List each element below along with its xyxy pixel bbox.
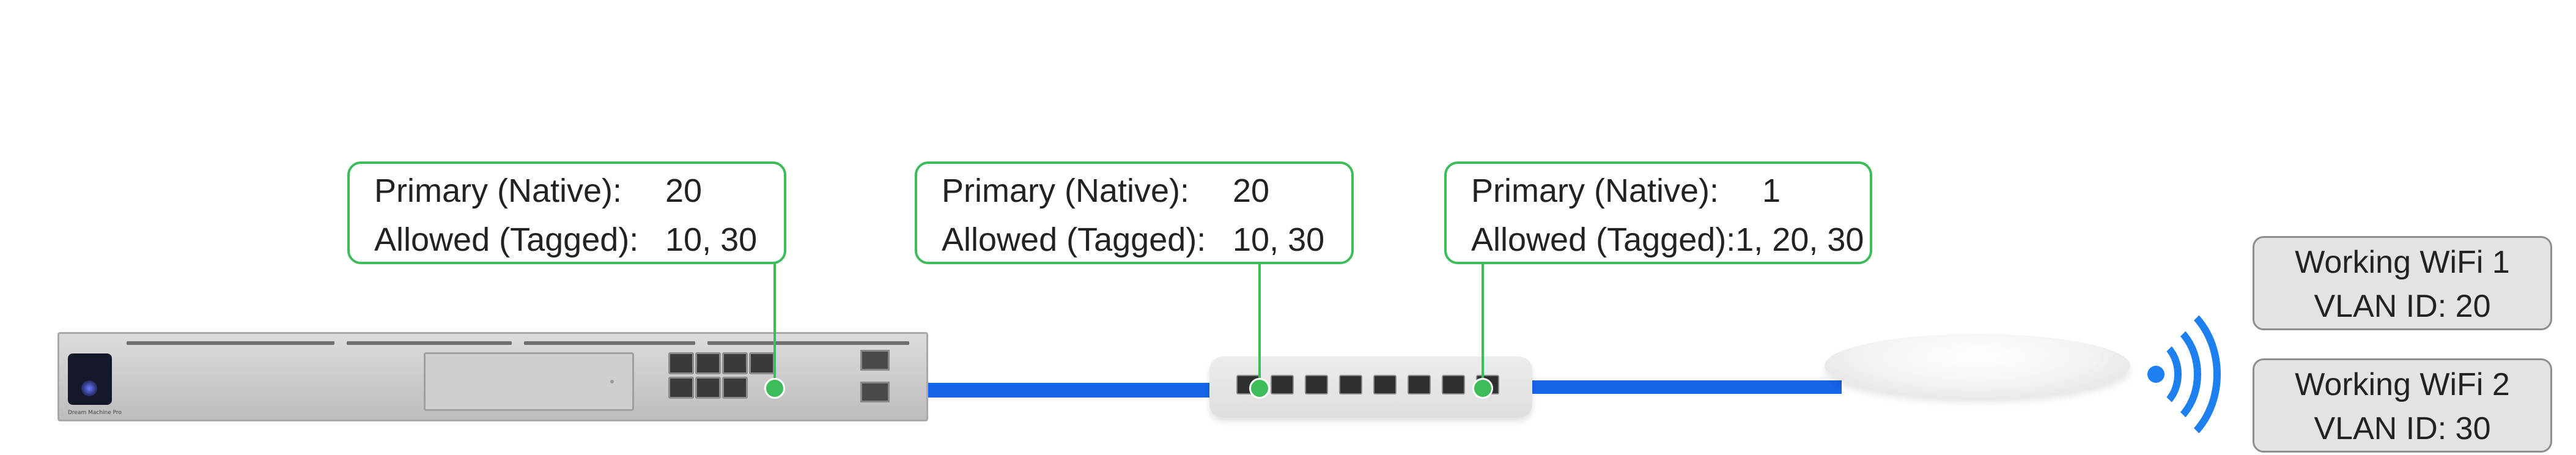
- allowed-tagged-row: Allowed (Tagged): 10, 30: [942, 215, 1327, 264]
- gateway-brand-text: Dream Machine Pro: [68, 410, 122, 416]
- ssid-vlan-id: VLAN ID: 20: [2314, 289, 2491, 324]
- callout-leader-line: [1258, 263, 1261, 388]
- callout-leader-line: [773, 263, 776, 388]
- access-point-icon: [1825, 334, 2130, 398]
- allowed-tagged-label: Allowed (Tagged):: [374, 221, 639, 258]
- gateway-port-icon: [749, 352, 775, 374]
- gateway-sfp-port-icon: [860, 382, 890, 402]
- primary-native-value: 20: [1233, 172, 1270, 209]
- allowed-tagged-value: 10, 30: [665, 221, 758, 258]
- callout-leader-line: [1482, 263, 1484, 388]
- allowed-tagged-label: Allowed (Tagged):: [942, 221, 1206, 258]
- allowed-tagged-row: Allowed (Tagged): 1, 20, 30: [1471, 215, 1864, 264]
- allowed-tagged-value: 10, 30: [1233, 221, 1325, 258]
- switch-port-icon: [1305, 375, 1328, 394]
- port-config-callout: Primary (Native): 1 Allowed (Tagged): 1,…: [1444, 161, 1872, 264]
- switch-port-icon: [1442, 375, 1465, 394]
- ssid-name: Working WiFi 1: [2295, 245, 2510, 280]
- gateway-sfp-port-icon: [860, 350, 890, 371]
- primary-native-label: Primary (Native):: [374, 172, 622, 209]
- primary-native-row: Primary (Native): 20: [374, 166, 759, 215]
- ssid-name: Working WiFi 2: [2295, 367, 2510, 402]
- primary-native-value: 20: [665, 172, 703, 209]
- gateway-port-icon: [722, 352, 748, 374]
- gateway-drive-bay: [424, 352, 634, 411]
- switch-port-icon: [1408, 375, 1431, 394]
- gateway-port-icon: [695, 352, 721, 374]
- ssid-box: Working WiFi 2 VLAN ID: 30: [2253, 358, 2552, 453]
- configured-port-marker: [764, 378, 785, 399]
- wifi-wave-icon: [2084, 294, 2221, 455]
- allowed-tagged-label: Allowed (Tagged):: [1471, 221, 1736, 258]
- port-config-callout: Primary (Native): 20 Allowed (Tagged): 1…: [347, 161, 786, 264]
- gateway-vent: [347, 341, 512, 345]
- gateway-vent: [127, 341, 334, 345]
- primary-native-label: Primary (Native):: [942, 172, 1190, 209]
- primary-native-row: Primary (Native): 20: [942, 166, 1327, 215]
- gateway-vent: [707, 341, 909, 345]
- configured-port-marker: [1249, 378, 1270, 399]
- switch-port-icon: [1271, 375, 1294, 394]
- gateway-vent: [524, 341, 695, 345]
- ssid-box: Working WiFi 1 VLAN ID: 20: [2253, 236, 2552, 330]
- gateway-port-icon: [668, 377, 694, 399]
- port-config-callout: Primary (Native): 20 Allowed (Tagged): 1…: [915, 161, 1354, 264]
- switch-port-icon: [1373, 375, 1397, 394]
- allowed-tagged-row: Allowed (Tagged): 10, 30: [374, 215, 759, 264]
- primary-native-row: Primary (Native): 1: [1471, 166, 1845, 215]
- configured-port-marker: [1472, 378, 1493, 399]
- gateway-device: Dream Machine Pro: [57, 332, 928, 421]
- gateway-port-icon: [722, 377, 748, 399]
- gateway-display-icon: [68, 353, 112, 405]
- allowed-tagged-value: 1, 20, 30: [1735, 221, 1864, 258]
- switch-port-icon: [1339, 375, 1362, 394]
- primary-native-label: Primary (Native):: [1471, 172, 1719, 209]
- ssid-vlan-id: VLAN ID: 30: [2314, 411, 2491, 446]
- gateway-port-icon: [668, 352, 694, 374]
- ethernet-cable-switch-ap: [1492, 380, 1842, 394]
- gateway-port-icon: [695, 377, 721, 399]
- primary-native-value: 1: [1762, 172, 1781, 209]
